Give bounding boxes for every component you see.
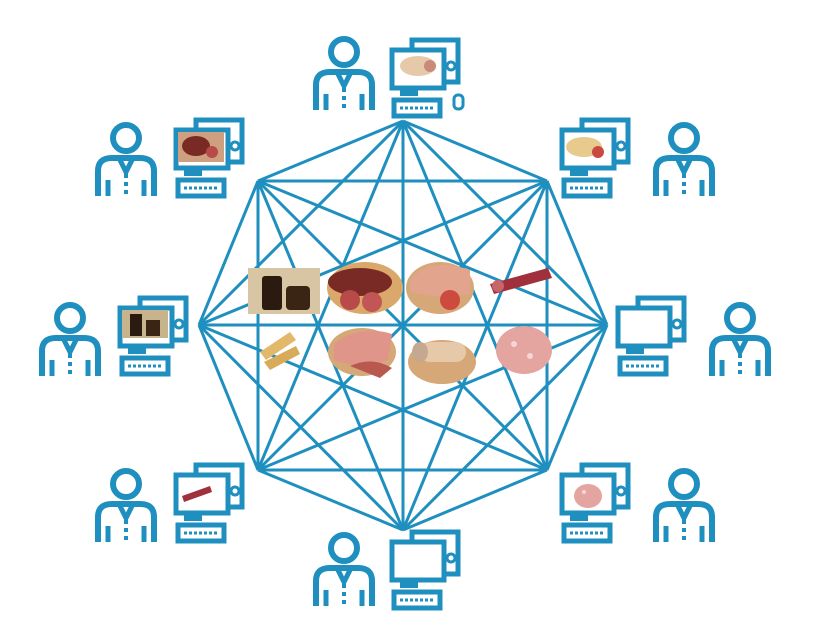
user-icon	[316, 535, 372, 606]
mouse-icon	[452, 93, 465, 111]
workstation-bottom-right	[562, 465, 712, 542]
prosciutto-image	[406, 262, 474, 314]
computer-icon	[618, 298, 684, 374]
prosciutto-slices-image	[328, 328, 396, 378]
user-icon	[98, 471, 154, 542]
computer-icon	[392, 532, 458, 608]
workstation-bottom	[316, 532, 458, 608]
computer-icon	[392, 40, 458, 116]
screen-image-mortadella	[574, 484, 602, 508]
screen-image-meat-roll	[400, 56, 436, 76]
meat-roll-image	[408, 340, 476, 384]
computer-icon	[562, 120, 628, 196]
user-icon	[656, 125, 712, 196]
screen-image-cured-salami	[178, 132, 224, 162]
user-icon	[316, 39, 372, 110]
center-product-images	[248, 262, 552, 384]
salami-image	[327, 262, 403, 314]
user-icon	[712, 305, 768, 376]
user-icon	[656, 471, 712, 542]
balsamic-vinegar-image	[248, 268, 320, 314]
workstation-bottom-left	[98, 465, 242, 542]
workstation-left	[42, 298, 186, 376]
network-connections	[197, 119, 609, 532]
workstation-top-left	[98, 120, 242, 196]
user-icon	[98, 125, 154, 196]
computer-icon	[176, 465, 242, 541]
workstation-top	[316, 39, 465, 116]
mortadella-image	[496, 326, 552, 374]
screen-image-salami-slices	[182, 486, 212, 502]
breadsticks-image	[260, 332, 300, 370]
screen-image-balsamic-vinegar	[122, 310, 168, 338]
workstation-right	[618, 298, 768, 376]
salami-stick-image	[490, 268, 552, 294]
workstation-top-right	[562, 120, 712, 196]
screen-image-ham-and-salami	[566, 137, 604, 158]
user-icon	[42, 305, 98, 376]
